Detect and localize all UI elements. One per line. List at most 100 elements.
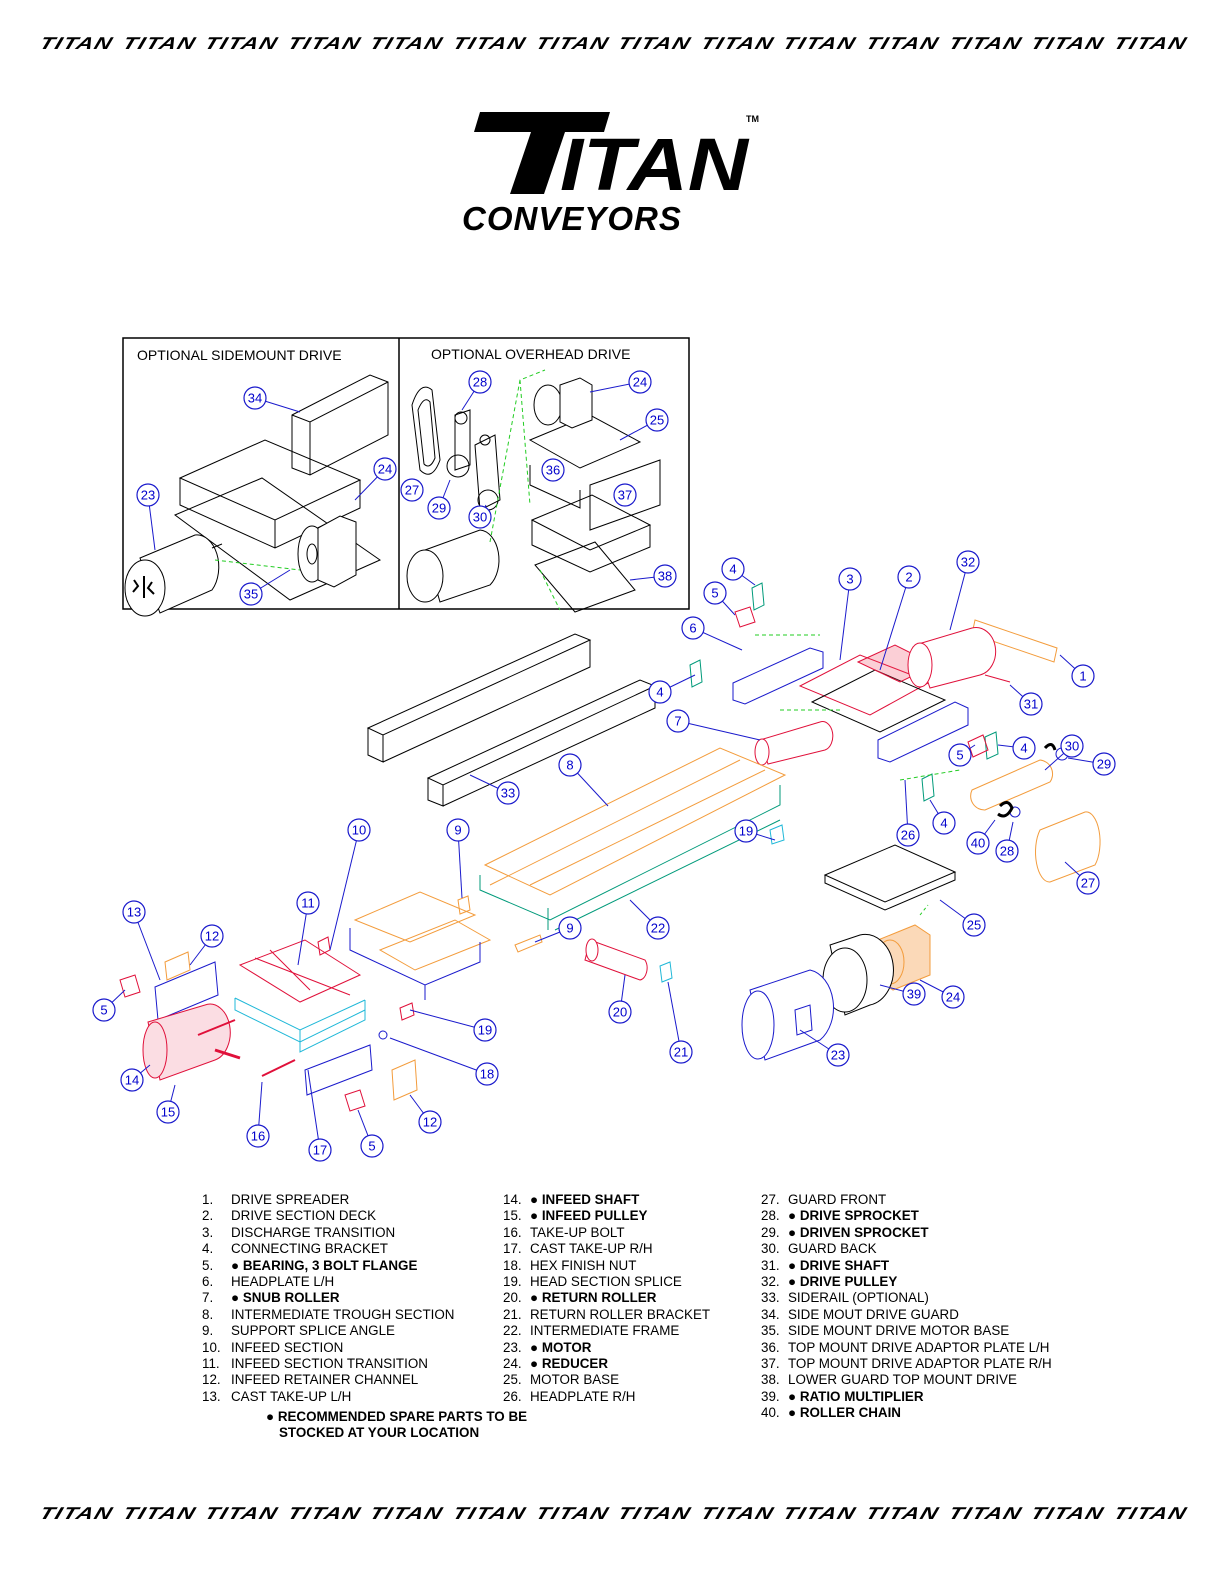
svg-text:22: 22 xyxy=(651,921,665,936)
svg-text:38: 38 xyxy=(658,569,672,584)
callout-7: 7 xyxy=(666,709,761,741)
svg-text:4: 4 xyxy=(940,816,947,831)
callout-21: 21 xyxy=(667,981,693,1064)
callout-17: 17 xyxy=(307,1069,332,1162)
svg-text:27: 27 xyxy=(405,483,419,498)
legend-item: 6.HEADPLATE L/H xyxy=(202,1274,454,1290)
svg-text:24: 24 xyxy=(633,375,647,390)
legend-item-text: HEAD SECTION SPLICE xyxy=(530,1274,682,1290)
callout-29: 29 xyxy=(427,479,451,520)
legend-item: 22.INTERMEDIATE FRAME xyxy=(503,1323,710,1339)
legend-item: 3.DISCHARGE TRANSITION xyxy=(202,1225,454,1241)
legend-item-number: 28. xyxy=(761,1208,780,1224)
callout-30: 30 xyxy=(1044,734,1084,771)
legend-item-text: RETURN ROLLER xyxy=(541,1290,657,1306)
svg-text:25: 25 xyxy=(650,413,664,428)
callout-27: 27 xyxy=(1064,861,1100,895)
legend-item: 5.● BEARING, 3 BOLT FLANGE xyxy=(202,1258,454,1274)
callout-2: 2 xyxy=(879,565,921,671)
svg-text:6: 6 xyxy=(689,621,696,636)
legend-item-text: HEX FINISH NUT xyxy=(530,1257,637,1273)
legend-item-text: BEARING, 3 BOLT FLANGE xyxy=(242,1257,418,1273)
logo-subtitle: CONVEYORS xyxy=(462,200,682,237)
callout-11: 11 xyxy=(296,891,320,966)
legend-item: 2.DRIVE SECTION DECK xyxy=(202,1208,454,1224)
legend-item-number: 34. xyxy=(761,1306,780,1322)
spare-bullet: ● xyxy=(788,1405,800,1421)
callout-16: 16 xyxy=(246,1081,270,1148)
callout-24: 24 xyxy=(354,457,397,501)
svg-text:34: 34 xyxy=(248,391,262,406)
callout-37: 37 xyxy=(613,483,637,507)
callout-28: 28 xyxy=(461,370,492,411)
legend-item-text: HEADPLATE R/H xyxy=(530,1388,636,1404)
legend-item-text: DRIVE SPROCKET xyxy=(799,1208,919,1224)
legend-item: 26. HEADPLATE R/H xyxy=(503,1389,710,1405)
legend-item: 20.● RETURN ROLLER xyxy=(503,1290,710,1306)
legend-item-number: 8. xyxy=(202,1306,214,1322)
legend-item: 31.● DRIVE SHAFT xyxy=(761,1258,1052,1274)
legend-item: 36. TOP MOUNT DRIVE ADAPTOR PLATE L/H xyxy=(761,1340,1052,1356)
legend-item-number: 33. xyxy=(761,1290,780,1306)
legend-item-number: 22. xyxy=(503,1323,522,1339)
svg-text:36: 36 xyxy=(546,463,560,478)
svg-text:15: 15 xyxy=(161,1105,175,1120)
legend-item-number: 30. xyxy=(761,1241,780,1257)
svg-text:9: 9 xyxy=(566,921,573,936)
legend-item-number: 36. xyxy=(761,1339,780,1355)
legend-item-number: 26. xyxy=(503,1388,522,1404)
callout-26: 26 xyxy=(896,779,920,847)
svg-text:29: 29 xyxy=(432,501,446,516)
callout-6: 6 xyxy=(681,616,743,651)
svg-text:8: 8 xyxy=(566,758,573,773)
legend-item-text: MOTOR xyxy=(541,1339,592,1355)
legend-item-number: 37. xyxy=(761,1356,780,1372)
svg-text:9: 9 xyxy=(454,823,461,838)
legend-item-text: CONNECTING BRACKET xyxy=(231,1241,388,1257)
legend-item-text: ROLLER CHAIN xyxy=(799,1405,901,1421)
svg-text:19: 19 xyxy=(478,1023,492,1038)
legend-item-number: 38. xyxy=(761,1372,780,1388)
legend-item-text: GUARD BACK xyxy=(788,1241,877,1257)
svg-text:23: 23 xyxy=(831,1048,845,1063)
callout-27: 27 xyxy=(400,478,424,502)
legend-item-text: TOP MOUNT DRIVE ADAPTOR PLATE L/H xyxy=(788,1339,1050,1355)
legend-item: 37.TOP MOUNT DRIVE ADAPTOR PLATE R/H xyxy=(761,1356,1052,1372)
svg-text:25: 25 xyxy=(967,918,981,933)
legend-item: 16.TAKE-UP BOLT xyxy=(503,1225,710,1241)
legend-item: 8. INTERMEDIATE TROUGH SECTION xyxy=(202,1307,454,1323)
svg-text:12: 12 xyxy=(205,929,219,944)
legend-item-number: 10. xyxy=(202,1339,221,1355)
legend-item-text: DRIVEN SPROCKET xyxy=(799,1224,929,1240)
drive-section-art xyxy=(689,582,1101,883)
callout-36: 36 xyxy=(541,458,565,482)
callout-5: 5 xyxy=(948,743,976,767)
overhead-title: OPTIONAL OVERHEAD DRIVE xyxy=(431,346,630,362)
callout-25: 25 xyxy=(619,408,669,441)
spare-bullet: ● xyxy=(788,1274,800,1290)
callout-19: 19 xyxy=(734,819,776,843)
svg-text:5: 5 xyxy=(711,586,718,601)
legend-item-text: DRIVE PULLEY xyxy=(799,1274,898,1290)
callout-23: 23 xyxy=(136,483,160,551)
legend-item: 23.● MOTOR xyxy=(503,1340,710,1356)
callout-38: 38 xyxy=(629,564,677,588)
callout-14: 14 xyxy=(120,1064,151,1092)
legend-item-number: 12. xyxy=(202,1372,221,1388)
legend-item: 32.● DRIVE PULLEY xyxy=(761,1274,1052,1290)
legend-item-text: RETURN ROLLER BRACKET xyxy=(530,1306,711,1322)
legend-item-text: DRIVE SECTION DECK xyxy=(231,1208,377,1224)
legend-item-text: INTERMEDIATE TROUGH SECTION xyxy=(231,1306,455,1322)
legend-item-number: 15. xyxy=(503,1208,522,1224)
legend-item: 7.● SNUB ROLLER xyxy=(202,1290,454,1306)
svg-text:16: 16 xyxy=(251,1129,265,1144)
legend-item: 14.● INFEED SHAFT xyxy=(503,1192,710,1208)
legend-item: 25.MOTOR BASE xyxy=(503,1372,710,1388)
legend-item-number: 18. xyxy=(503,1257,522,1273)
callout-12: 12 xyxy=(189,924,224,966)
spare-bullet: ● xyxy=(530,1339,542,1355)
main-motor-art xyxy=(741,844,957,1061)
callout-29: 29 xyxy=(1067,752,1116,776)
